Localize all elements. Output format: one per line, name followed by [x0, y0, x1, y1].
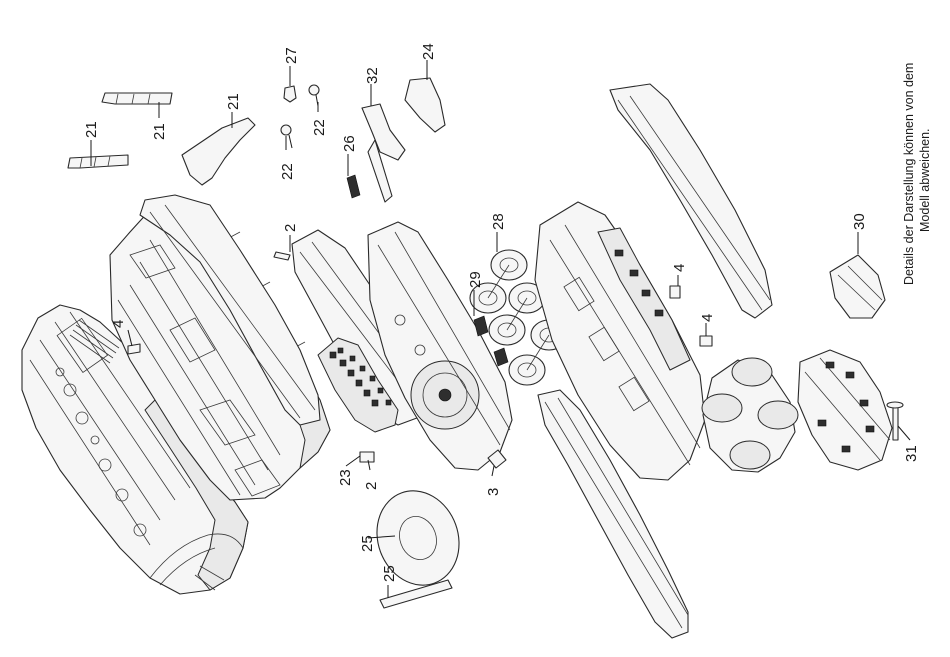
handrail-21-right	[102, 93, 172, 104]
motor-frame	[368, 222, 512, 470]
screw-4-c	[128, 344, 140, 354]
bracket-21	[182, 118, 255, 185]
screw-2-bottom	[360, 452, 374, 462]
label-25-a: 25	[359, 535, 376, 552]
handrail-21-left	[68, 155, 128, 168]
label-22-a: 22	[279, 163, 296, 180]
label-4-a: 4	[671, 264, 688, 272]
label-28: 28	[490, 213, 507, 230]
label-2-b: 2	[363, 482, 380, 490]
pin-2-top	[274, 252, 290, 260]
coupler-assembly	[830, 255, 885, 318]
label-25-b: 25	[381, 565, 398, 582]
bogie	[702, 358, 798, 472]
label-21-c: 21	[225, 93, 242, 110]
label-23: 23	[337, 469, 354, 486]
label-22-b: 22	[311, 119, 328, 136]
screw-27	[284, 86, 296, 102]
label-4-b: 4	[699, 314, 716, 322]
label-27: 27	[283, 47, 300, 64]
label-24: 24	[420, 43, 437, 60]
label-26: 26	[341, 135, 358, 152]
disclaimer-line-2: Modell abweichen.	[918, 128, 932, 232]
label-21-b: 21	[151, 123, 168, 140]
label-4-c: 4	[110, 320, 127, 328]
label-30: 30	[851, 213, 868, 230]
label-32: 32	[364, 67, 381, 84]
linkage-24	[405, 78, 445, 132]
label-3: 3	[485, 488, 502, 496]
screw-4-a	[670, 286, 680, 298]
label-21-a: 21	[83, 121, 100, 138]
lever-32	[362, 104, 405, 202]
disclaimer-line-1: Details der Darstellung können von dem	[902, 63, 916, 285]
label-29: 29	[467, 271, 484, 288]
bogie-frame	[798, 350, 892, 470]
spring-26	[347, 175, 360, 198]
screw-4-b	[700, 336, 712, 346]
label-2-a: 2	[282, 224, 299, 232]
disclaimer-note: Details der Darstellung können von dem M…	[902, 63, 932, 285]
label-31: 31	[903, 445, 920, 462]
